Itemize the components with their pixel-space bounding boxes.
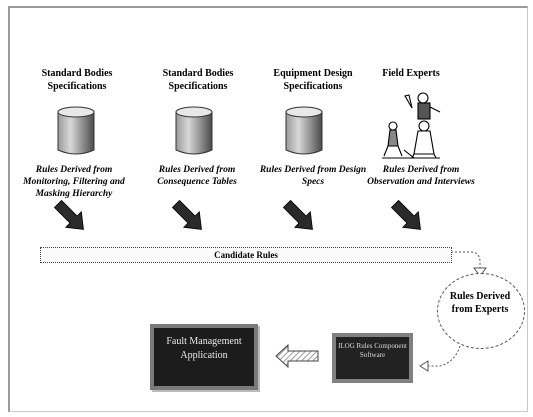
experts-rules-label: Rules Derived from Experts (449, 291, 511, 315)
database-icon (57, 106, 95, 155)
source-title-4: Field Experts (382, 68, 440, 79)
ilog-label: ILOG Rules Component Software (338, 342, 407, 359)
arrow-down-right (171, 199, 202, 230)
source-title-2: Standard Bodies Specifications (162, 68, 234, 92)
arrow-ilog-to-fault-management (275, 343, 319, 369)
arrow-down-right (53, 199, 84, 230)
fault-management-label: Fault Management Application (166, 336, 242, 361)
database-icon (175, 106, 213, 155)
experts-ellipse (437, 273, 525, 349)
arrow-down-right (282, 199, 313, 230)
rule-text-2: Rules Derived from Consequence Tables (157, 165, 237, 187)
fault-management-box (150, 324, 258, 390)
connector-experts-to-ilog (425, 345, 461, 367)
rule-text-1: Rules Derived from Monitoring, Filtering… (23, 165, 125, 199)
source-title-1: Standard Bodies Specifications (41, 68, 113, 92)
rule-text-4: Rules Derived from Observation and Inter… (367, 165, 475, 187)
arrow-down-right (390, 199, 421, 230)
field-experts-clipart-icon (382, 92, 441, 159)
diagram-frame (8, 6, 528, 412)
rule-text-3: Rules Derived from Design Specs (259, 165, 367, 187)
source-title-3: Equipment Design Specifications (273, 68, 353, 92)
candidate-rules-bar: Candidate Rules (40, 247, 452, 263)
ilog-box (332, 333, 413, 383)
database-icon (285, 106, 323, 155)
